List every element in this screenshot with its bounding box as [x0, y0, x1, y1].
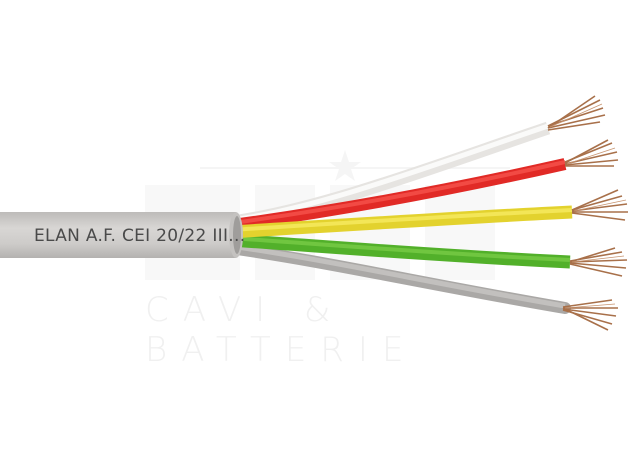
copper-strands — [547, 95, 628, 331]
watermark-tagline: CAVI & BATTERIE — [145, 290, 418, 370]
jacket-print-label: ELAN A.F. CEI 20/22 III... — [34, 226, 246, 246]
watermark-logo — [145, 150, 510, 280]
